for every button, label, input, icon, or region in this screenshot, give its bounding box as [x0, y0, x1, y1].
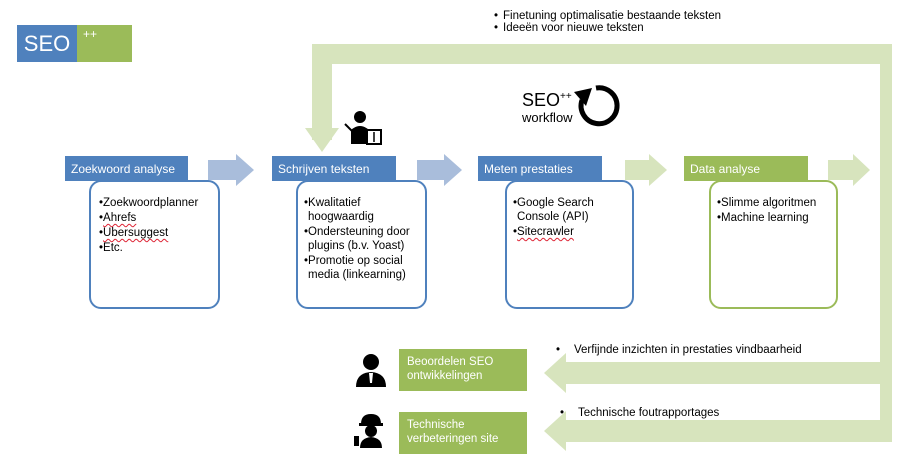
logo-main-text: SEO	[23, 30, 71, 56]
stage-header-keyword: Zoekwoord analyse	[65, 156, 188, 181]
return-arrow-1	[544, 353, 892, 393]
task-review-seo: Beoordelen SEO ontwikkelingen	[399, 349, 527, 391]
stage-item: •Machine learning	[717, 212, 809, 224]
stage-item: •Google Search Console (API)	[513, 197, 594, 223]
workflow-badge-subtitle: workflow	[522, 110, 573, 125]
stage-item: •Slimme algoritmen	[717, 197, 817, 209]
workflow-badge-title: SEO++	[522, 90, 572, 110]
arrow-2-3	[417, 154, 462, 186]
stage-card-keyword: •Zoekwoordplanner •Ahrefs •Ubersuggest •…	[89, 180, 220, 309]
logo-plus: ++	[77, 25, 132, 62]
logo-sup-text: ++	[83, 27, 98, 41]
return-arrow-2	[544, 411, 892, 451]
teacher-icon	[344, 111, 382, 145]
task-technical-improvements: Technische verbeteringen site	[399, 412, 527, 454]
stage-card-analysis: •Slimme algoritmen •Machine learning	[709, 180, 838, 309]
task-note: •Technische foutrapportages	[560, 407, 720, 419]
cycle-arrow-icon	[578, 85, 620, 127]
top-note-item: •Ideeën voor nieuwe teksten	[493, 22, 644, 34]
stage-item: •Zoekwoordplanner	[99, 197, 199, 209]
stage-item: •Ubersuggest	[99, 227, 169, 239]
stage-card-writing: •Kwalitatief hoogwaardig •Ondersteuning …	[296, 180, 427, 309]
arrow-1-2	[208, 154, 254, 186]
stage-header-writing: Schrijven teksten	[272, 156, 396, 181]
feedback-loop-arrowhead	[305, 128, 339, 152]
stage-item: •Etc.	[99, 242, 123, 254]
arrow-3-4	[625, 154, 667, 186]
arrow-4-loop	[828, 154, 870, 186]
stage-item: •Kwalitatief hoogwaardig	[304, 197, 374, 223]
logo-seo: SEO	[17, 25, 77, 62]
cycle-arrow-head	[574, 88, 592, 106]
stage-item: •Promotie op social media (linkearning)	[304, 255, 406, 281]
stage-header-analysis: Data analyse	[684, 156, 808, 181]
task-note: •Verfijnde inzichten in prestaties vindb…	[556, 344, 802, 356]
engineer-icon	[354, 414, 383, 448]
stage-item: •Sitecrawler	[513, 226, 574, 238]
top-note-item: •Finetuning optimalisatie bestaande teks…	[493, 10, 722, 22]
stage-item: •Ondersteuning door plugins (b.v. Yoast)	[304, 226, 410, 252]
stage-header-measure: Meten prestaties	[478, 156, 602, 181]
stage-item: •Ahrefs	[99, 212, 137, 224]
top-notes: •Finetuning optimalisatie bestaande teks…	[489, 10, 721, 34]
stage-card-measure: •Google Search Console (API) •Sitecrawle…	[505, 180, 634, 309]
businessman-icon	[356, 354, 386, 387]
